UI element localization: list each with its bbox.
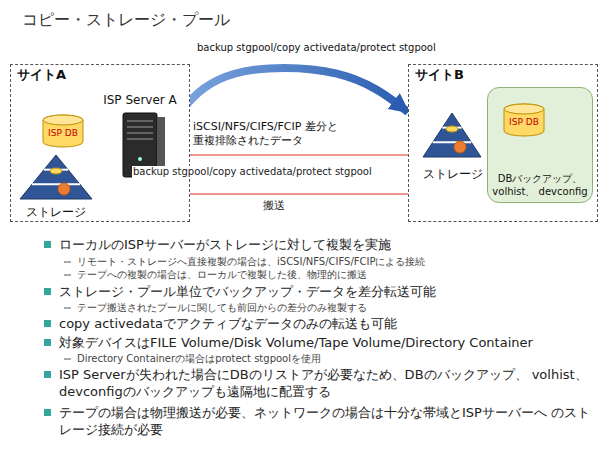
storage-disk <box>446 126 458 132</box>
bullet-text: copy activedataでアクティブなデータのみの転送も可能 <box>58 315 398 332</box>
site-region: サイトB ストレージ DBバックアップ、 volhist、 devconfig ISP… <box>408 64 598 222</box>
storage-volume <box>454 141 466 153</box>
network-link <box>181 154 419 155</box>
bullet-text: 対象デバイスはFILE Volume/Disk Volume/Tape Volu… <box>58 334 534 351</box>
site-region: サイトA ISP Server A ISP DB ストレージ <box>10 64 190 222</box>
sub-bullet-dash <box>64 262 71 263</box>
bullet-square <box>44 288 51 295</box>
server-slot <box>127 120 153 122</box>
node-label: ISP DB <box>48 128 78 140</box>
database-cylinder: ISP DB <box>41 113 85 149</box>
transport-label: 搬送 <box>262 199 286 212</box>
site-label: サイトA <box>17 67 66 84</box>
bullet-square <box>44 371 51 378</box>
database-cylinder: ISP DB <box>502 102 546 138</box>
server-slot <box>127 132 153 134</box>
backup-box: DBバックアップ、 volhist、 devconfig ISP DB <box>487 87 593 203</box>
bullet-text: ISP Serverが失われた場合にDBのリストアが必要なため、DBのバックアッ… <box>58 366 595 400</box>
edge-label: iSCSI/NFS/CIFS/FCIP 差分と重複排除されたデータ <box>192 120 344 148</box>
cylinder-body <box>504 104 544 136</box>
copy-command-label: backup stgpool/copy activedata/protect s… <box>132 166 373 178</box>
bullet-square <box>44 241 51 248</box>
node-label: DBバックアップ、 volhist、 devconfig <box>492 172 588 198</box>
cylinder-body <box>43 115 83 147</box>
bullet-text: テープの場合は物理搬送が必要、ネットワークの場合は十分な帯域とISPサーバーへ … <box>58 404 595 438</box>
node-label: ISP Server A <box>103 93 177 109</box>
node-label: ISP DB <box>509 117 539 129</box>
bullet-markers <box>44 241 51 416</box>
storage-band <box>433 141 472 143</box>
sub-bullet-dash <box>64 308 71 309</box>
diagram-title: コピー・ストレージ・プール <box>22 10 230 31</box>
cylinder-top <box>504 104 544 114</box>
edge-label: backup stgpool/copy activedata/protect s… <box>196 42 437 54</box>
storage-triangle <box>423 113 481 157</box>
bullet-text: ストレージ・プール単位でバックアップ・データを差分転送可能 <box>58 283 437 300</box>
sub-bullet-dash <box>64 275 71 276</box>
server-slot <box>127 126 153 128</box>
storage-triangle <box>20 155 92 199</box>
server-slot <box>127 138 153 140</box>
bullet-square <box>44 339 51 346</box>
site-label: サイトB <box>415 67 464 84</box>
bullet-text: ローカルのISPサーバーがストレージに対して複製を実施 <box>58 236 392 253</box>
sub-bullet-text: テープ搬送されたプールに関しても前回からの差分のみ複製する <box>76 301 368 314</box>
storage-pool: ストレージ <box>419 109 487 183</box>
storage-pool: ストレージ <box>16 151 96 221</box>
node-label: ストレージ <box>26 205 86 221</box>
storage-volume <box>58 183 70 195</box>
server-led <box>138 157 142 161</box>
sub-bullet-dash <box>64 359 71 360</box>
sub-bullet-text: Directory Containerの場合はprotect stgpoolを使… <box>76 352 322 365</box>
sub-bullet-text: リモート・ストレージへ直接複製の場合は、iSCSI/NFS/CIFS/FCIPに… <box>76 255 427 268</box>
replication-arrow <box>181 68 408 112</box>
storage-band <box>32 183 80 185</box>
bullet-square <box>44 409 51 416</box>
sub-bullet-text: テープへの複製の場合は、ローカルで複製した後、物理的に搬送 <box>76 268 368 281</box>
cylinder-top <box>43 115 83 125</box>
node-label: ストレージ <box>423 167 483 183</box>
storage-disk <box>50 168 62 174</box>
bullet-square <box>44 320 51 327</box>
